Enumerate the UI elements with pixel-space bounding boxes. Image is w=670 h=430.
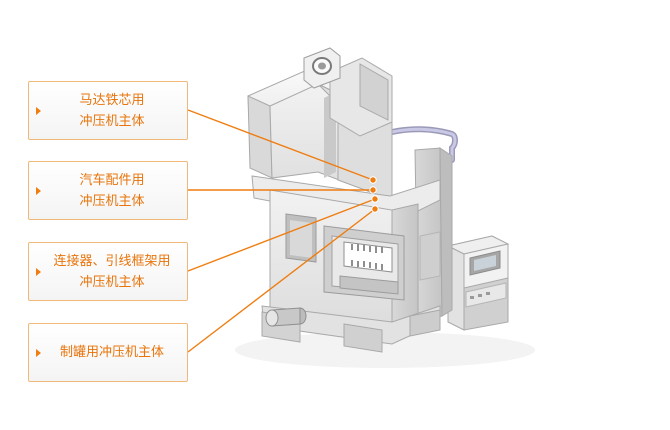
triangle-bullet-icon	[36, 348, 41, 357]
frame-right-column	[414, 147, 453, 323]
triangle-bullet-icon	[36, 106, 41, 115]
leader-line-1	[187, 109, 374, 181]
triangle-bullet-icon	[36, 186, 41, 195]
cable-hose	[389, 126, 458, 163]
triangle-bullet-icon	[36, 267, 41, 276]
leader-point-1	[369, 176, 377, 184]
callout-connector-leadframe-press[interactable]: 连接器、引线框架用 冲压机主体	[28, 242, 188, 301]
callout-label: 汽车配件用 冲压机主体	[79, 172, 145, 209]
callout-can-making-press[interactable]: 制罐用冲压机主体	[28, 323, 188, 382]
callout-motor-core-press[interactable]: 马达铁芯用 冲压机主体	[28, 81, 188, 140]
die-teeth	[351, 244, 383, 270]
callout-label: 连接器、引线框架用 冲压机主体	[53, 253, 171, 290]
leader-point-3	[371, 195, 379, 203]
press-frame-body	[251, 175, 441, 353]
leader-points	[369, 176, 379, 213]
control-panel	[446, 235, 510, 331]
leader-line-4	[187, 208, 376, 353]
leader-point-4	[371, 205, 379, 213]
press-crown	[247, 47, 393, 201]
machine-shadow	[235, 332, 535, 368]
callout-label: 制罐用冲压机主体	[59, 345, 164, 360]
callout-label: 马达铁芯用 冲压机主体	[79, 92, 145, 129]
leader-lines	[187, 109, 376, 353]
leader-line-3	[187, 198, 376, 272]
callout-auto-parts-press[interactable]: 汽车配件用 冲压机主体	[28, 161, 188, 220]
leader-point-2	[369, 186, 377, 194]
